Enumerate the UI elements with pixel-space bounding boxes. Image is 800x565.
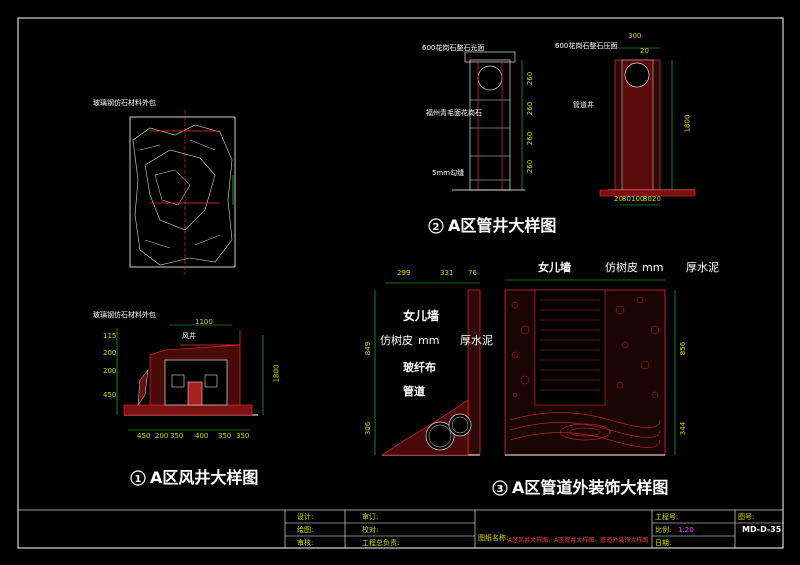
detail2-label-e: 管道井 [573,101,594,109]
label-bark-r: 仿树皮 [605,261,638,274]
tb-check-label: 审订: [362,513,379,521]
tb-scale-value: 1:20 [678,526,694,534]
dim-label: 306 [364,421,373,436]
dim-label: 260 [526,159,535,174]
dim-label: 331 [440,269,454,277]
label-fiberglass: 玻纤布 [403,361,436,374]
label-cement-r: 厚水泥 [686,261,719,274]
dim-label: 115 [103,332,117,340]
dim-label: 400 [195,432,209,440]
label-unit-r: mm [642,261,664,274]
detail1-dim-top: 1100 [195,318,213,326]
detail1-label-well: 风井 [182,332,196,340]
tb-design-label: 设计: [297,513,314,521]
dim-label: 80 [643,195,652,203]
tb-review-label: 审核: [297,539,314,547]
detail1-label-mid: 玻璃钢仿石材料外包 [93,311,156,319]
detail2-section [599,47,696,206]
label-parapet-r: 女儿墙 [538,261,571,274]
dim-label: 350 [218,432,232,440]
dim-label: 350 [170,432,184,440]
dim-label: 344 [679,421,688,436]
dim-label: 450 [103,391,117,399]
svg-text:2: 2 [433,222,440,233]
dim-label: 76 [468,269,477,277]
tb-sheet-no-value: MD-D-35 [742,525,782,534]
tb-draw-label: 绘图: [297,526,314,534]
dim-label: 849 [364,341,373,356]
dim-label: 450 [137,432,151,440]
detail1-section [116,324,264,431]
detail3-right [504,279,676,456]
detail1-title: A区风井大样图 [150,468,259,487]
dim-label: 200 [155,432,169,440]
tb-drawing-name: A区风井大样图，A区管井大样图，管道外装饰大样图 [508,537,649,544]
detail3-left [374,282,481,456]
detail2-label-b: 福州青毛面花岗石 [426,109,482,117]
dim-label: 350 [236,432,250,440]
dim-label: 260 [526,101,535,116]
detail2-label-d: 600花岗石整石压面 [555,42,618,50]
tb-chief-label: 工程总负责: [362,539,400,547]
dim-label: 200 [103,349,117,357]
tb-date-label: 日期: [655,539,672,547]
detail1-label-top: 玻璃钢仿石材料外包 [93,99,156,107]
tb-sheet-no-label: 图号: [738,513,755,521]
dim-label: 260 [526,71,535,86]
tb-scale-label: 比例: [655,526,672,534]
detail3-number-circle [492,480,508,496]
svg-text:3: 3 [497,484,504,495]
dim-label: 200 [103,367,117,375]
tb-project-no-label: 工程号: [655,513,679,521]
dim-label: 100 [631,195,645,203]
label-unit: mm [418,334,440,347]
label-parapet: 女儿墙 [403,309,440,323]
detail2-front [452,51,525,191]
tb-drawing-name-label: 图纸名称: [478,534,509,542]
detail2-dim-total: 1800 [683,114,692,133]
dim-label: 20 [652,195,661,203]
dim-label: 299 [397,269,411,277]
dim-label: 20 [614,195,623,203]
detail3-title: A区管道外装饰大样图 [512,478,669,497]
tb-proof-label: 校对: [362,526,379,534]
detail1-rock-panel [129,110,236,275]
detail2-number-circle [428,218,444,234]
detail2-label-a: 600花岗石整石光面 [422,44,485,52]
dim-label: 260 [526,131,535,146]
detail1-number-circle [130,470,146,486]
label-bark: 仿树皮 [380,334,413,347]
detail2-dim-top-0: 300 [628,32,642,40]
label-pipe: 管道 [403,385,425,398]
detail2-label-c: 5mm勾缝 [432,169,465,177]
detail2-dim-top-1: 20 [640,47,649,55]
title-block-grid [17,509,784,549]
label-cement: 厚水泥 [460,334,493,347]
detail1-dim-right: 1800 [272,364,281,383]
dim-label: 80 [622,195,631,203]
svg-text:1: 1 [135,474,142,485]
dim-label: 856 [679,341,688,356]
detail2-title: A区管井大样图 [448,216,557,235]
